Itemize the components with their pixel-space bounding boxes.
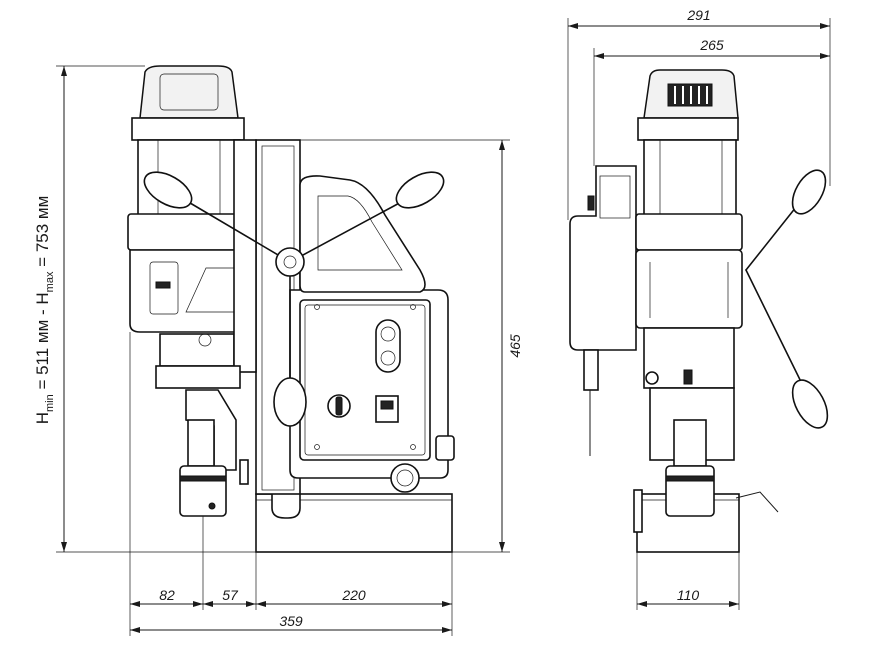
side-view-drill	[127, 65, 455, 553]
handle-knob-bottom	[273, 377, 307, 427]
slide	[233, 139, 257, 373]
gearbox	[129, 249, 245, 333]
handle-hub	[275, 247, 305, 277]
handle-knob-right	[395, 171, 445, 209]
dim-base-offset: 82	[159, 587, 175, 603]
front-spindle	[673, 419, 707, 467]
dim-height: 465	[507, 334, 523, 358]
arbor	[179, 465, 227, 517]
front-motor-ring	[637, 117, 739, 141]
dim-base-width-front: 110	[677, 587, 700, 603]
spindle	[187, 419, 215, 467]
front-handle-knob-bottom	[791, 379, 829, 429]
speed-selector	[375, 319, 401, 373]
front-view-drill	[569, 69, 829, 553]
dimension-labels: 291 265 465 82 57 220 359 110 Hmin = 511…	[33, 7, 724, 629]
front-arbor	[665, 465, 715, 517]
front-gearbox	[635, 249, 743, 329]
feed-block	[159, 333, 235, 367]
base-handle	[271, 494, 301, 519]
h-max-subscript: max	[44, 271, 56, 292]
dim-column-offset: 57	[222, 587, 239, 603]
motor-ring	[131, 117, 245, 141]
frame-guard	[299, 175, 426, 293]
h-min-value: = 511 мм -	[33, 305, 52, 395]
handle-knob-left	[143, 171, 193, 209]
control-panel	[299, 299, 431, 461]
dimension-lines	[56, 18, 831, 636]
spindle-collar	[155, 365, 241, 389]
front-electronics	[569, 165, 637, 351]
dim-base-width-side: 265	[699, 37, 724, 53]
dim-overall-width-side: 291	[686, 7, 710, 23]
dim-overall-length: 359	[279, 613, 303, 629]
h-max-symbol: H	[33, 292, 52, 304]
height-range-label: Hmin = 511 мм - Hmax = 753 мм	[33, 196, 56, 425]
h-max-value: = 753 мм	[33, 196, 52, 272]
dim-base-depth: 220	[341, 587, 366, 603]
h-min-symbol: H	[33, 412, 52, 424]
front-cable	[583, 349, 599, 391]
h-min-subscript: min	[44, 394, 56, 412]
motor-cap	[139, 65, 239, 119]
front-handle-knob-top	[791, 169, 827, 215]
